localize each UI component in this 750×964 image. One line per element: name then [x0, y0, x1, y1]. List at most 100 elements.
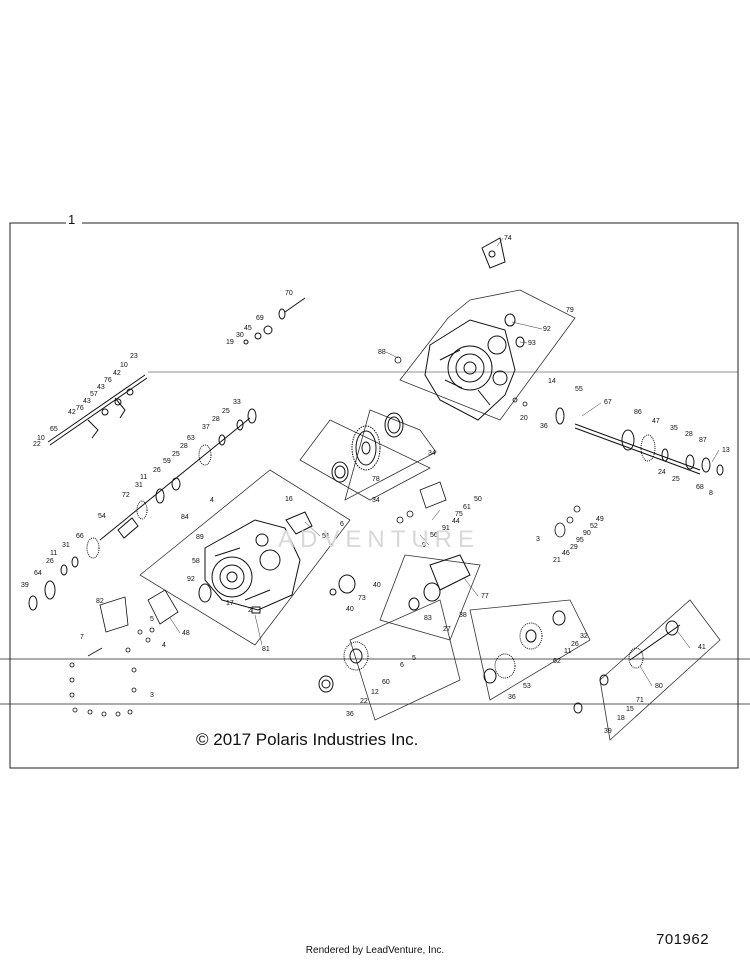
callout-44: 44	[452, 518, 460, 525]
callout-59: 59	[163, 458, 171, 465]
transmission-case-lower	[198, 511, 313, 614]
callout-81: 81	[262, 646, 270, 653]
callout-73: 73	[358, 595, 366, 602]
callout-17: 17	[226, 600, 234, 607]
callout-54: 54	[98, 513, 106, 520]
callout-15: 15	[626, 706, 634, 713]
callout-64: 64	[34, 570, 42, 577]
callout-92: 92	[543, 326, 551, 333]
fasteners	[69, 356, 581, 717]
callout-90: 90	[583, 530, 591, 537]
diagram-frame	[0, 222, 750, 769]
callout-49: 49	[596, 516, 604, 523]
callout-46: 46	[562, 550, 570, 557]
callout-79: 79	[566, 307, 574, 314]
callout-43b: 43	[83, 398, 91, 405]
callout-61: 61	[463, 504, 471, 511]
callout-26a: 26	[153, 467, 161, 474]
callout-13: 13	[722, 447, 730, 454]
diagram-id: 701962	[656, 931, 710, 948]
callout-14: 14	[548, 378, 556, 385]
callout-23: 23	[130, 353, 138, 360]
callout-36b: 36	[346, 711, 354, 718]
callout-3b: 3	[150, 692, 154, 699]
callout-10a: 10	[120, 362, 128, 369]
callout-19: 19	[226, 339, 234, 346]
callout-34a: 34	[428, 450, 436, 457]
callout-24: 24	[658, 469, 666, 476]
callout-36c: 36	[508, 694, 516, 701]
callout-80: 80	[655, 683, 663, 690]
callout-62: 62	[553, 658, 561, 665]
callout-4b: 4	[162, 642, 166, 649]
callout-71: 71	[636, 697, 644, 704]
callout-2: 2	[248, 607, 252, 614]
callout-26b: 26	[46, 558, 54, 565]
callout-88: 88	[378, 349, 386, 356]
callout-78: 78	[372, 476, 380, 483]
callout-28a: 28	[212, 416, 220, 423]
callout-33: 33	[233, 399, 241, 406]
callout-84: 84	[181, 514, 189, 521]
callout-21: 21	[553, 557, 561, 564]
callout-72: 72	[122, 492, 130, 499]
group-outlines	[139, 289, 721, 741]
callout-37: 37	[202, 424, 210, 431]
rendered-by-footer: Rendered by LeadVenture, Inc.	[305, 945, 445, 956]
callout-18: 18	[617, 715, 625, 722]
callout-labels: 74 79 92 93 70 69 45 30 19 88 14 55 20 3…	[21, 235, 730, 735]
callout-9: 9	[422, 542, 426, 549]
callout-89: 89	[196, 534, 204, 541]
main-shaft-stack	[28, 408, 257, 611]
callout-63: 63	[187, 435, 195, 442]
callout-7: 7	[80, 634, 84, 641]
callout-34b: 34	[372, 497, 380, 504]
callout-67: 67	[604, 399, 612, 406]
callout-93: 93	[528, 340, 536, 347]
callout-3a: 3	[536, 536, 540, 543]
callout-31b: 31	[62, 542, 70, 549]
callout-86: 86	[634, 409, 642, 416]
callout-41: 41	[698, 644, 706, 651]
callout-66: 66	[76, 533, 84, 540]
callout-8: 8	[709, 490, 713, 497]
callout-74: 74	[504, 235, 512, 242]
callout-55: 55	[575, 386, 583, 393]
callout-31a: 31	[135, 482, 143, 489]
countershaft-gears	[318, 554, 681, 714]
callout-32: 32	[580, 633, 588, 640]
callout-51: 51	[322, 533, 330, 540]
callout-69: 69	[256, 315, 264, 322]
callout-5a: 5	[412, 655, 416, 662]
callout-68: 68	[696, 484, 704, 491]
callout-60: 60	[382, 679, 390, 686]
callout-30: 30	[236, 332, 244, 339]
transmission-case-upper	[424, 237, 516, 421]
shift-shaft-assembly	[47, 297, 306, 446]
callout-52: 52	[590, 523, 598, 530]
callout-35: 35	[670, 425, 678, 432]
watermark: ADVENTURE	[278, 526, 481, 553]
callout-25b: 25	[172, 451, 180, 458]
callout-57: 57	[90, 391, 98, 398]
callout-28: 28	[685, 431, 693, 438]
callout-43a: 43	[97, 384, 105, 391]
callout-27: 27	[443, 626, 451, 633]
copyright-text: © 2017 Polaris Industries Inc.	[196, 730, 419, 749]
callout-53: 53	[523, 683, 531, 690]
callout-42b: 42	[68, 409, 76, 416]
callout-29a: 29	[570, 544, 578, 551]
callout-42a: 42	[113, 370, 121, 377]
callout-11c: 11	[564, 648, 571, 655]
callout-12: 12	[371, 689, 379, 696]
leader-lines	[169, 237, 720, 687]
callout-11a: 11	[140, 474, 147, 481]
callout-10b: 10	[37, 435, 45, 442]
callout-26c: 26	[571, 641, 579, 648]
output-shaft-assembly	[504, 313, 724, 476]
callout-56: 56	[430, 532, 438, 539]
callout-25a: 25	[222, 408, 230, 415]
callout-28b: 28	[180, 443, 188, 450]
callout-50: 50	[474, 496, 482, 503]
callout-87: 87	[699, 437, 707, 444]
